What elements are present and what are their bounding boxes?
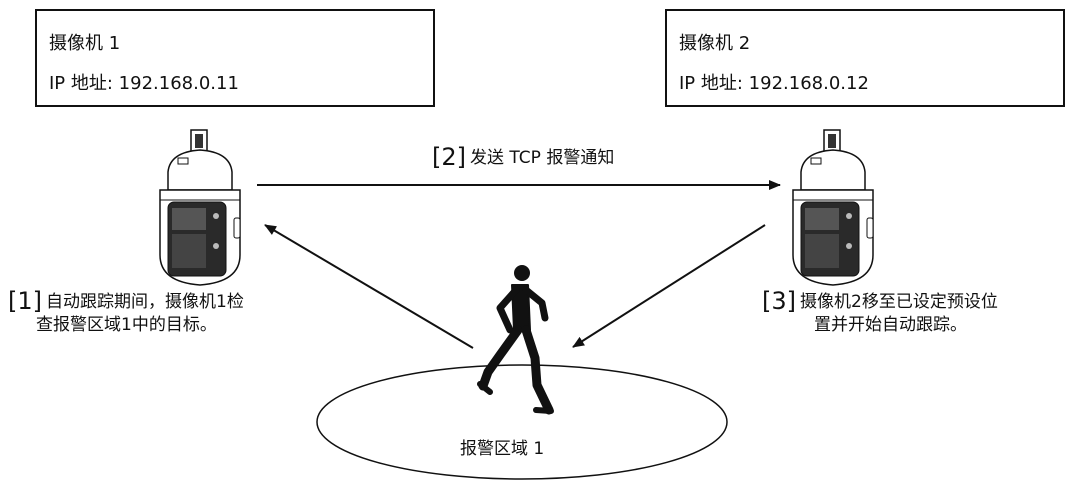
step1-number: [1] (8, 287, 42, 315)
running-person-icon (477, 265, 554, 415)
alarm-zone-ellipse (316, 364, 728, 480)
camera2-title: 摄像机 2 (679, 33, 751, 54)
camera1-info-box: 摄像机 1 IP 地址: 192.168.0.11 (35, 9, 435, 107)
camera1-title: 摄像机 1 (49, 33, 121, 54)
step3-line2: 置并开始自动跟踪。 (814, 315, 967, 335)
ptz-camera-icon (792, 129, 874, 286)
step2-label: [2]发送 TCP 报警通知 (432, 143, 615, 171)
step3-line1: 摄像机2移至已设定预设位 (800, 292, 998, 312)
step3-label: [3]摄像机2移至已设定预设位 置并开始自动跟踪。 (762, 287, 1074, 337)
step2-text: 发送 TCP 报警通知 (470, 148, 615, 168)
camera1-ip: IP 地址: 192.168.0.11 (49, 73, 239, 94)
camera2-info-box: 摄像机 2 IP 地址: 192.168.0.12 (665, 9, 1065, 107)
camera2-ip: IP 地址: 192.168.0.12 (679, 73, 869, 94)
arrow-target-to-camera1 (264, 224, 474, 349)
step1-label: [1]自动跟踪期间，摄像机1检 查报警区域1中的目标。 (8, 287, 343, 337)
step3-number: [3] (762, 287, 796, 315)
step1-line1: 自动跟踪期间，摄像机1检 (46, 292, 244, 312)
step2-number: [2] (432, 143, 466, 171)
alarm-zone-label: 报警区域 1 (460, 439, 545, 459)
arrow-camera2-to-target (572, 224, 766, 348)
step1-line2: 查报警区域1中的目标。 (36, 315, 217, 335)
ptz-camera-icon (159, 129, 241, 286)
